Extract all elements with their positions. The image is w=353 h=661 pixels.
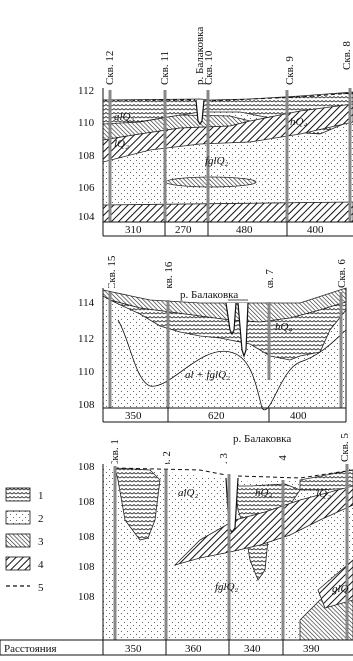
layer-label: glQ (332, 583, 349, 595)
y-axis: 112 110 108 106 104 (78, 85, 95, 223)
legend-number: 1 (38, 490, 44, 502)
distance: 400 (307, 224, 324, 236)
layer-label: lQ₂ (114, 138, 129, 150)
distance: 400 (290, 410, 307, 422)
legend-swatch-dense-hatch (5, 533, 31, 548)
borehole-label: Скв. 9 (284, 56, 296, 85)
distance: 270 (175, 224, 192, 236)
y-axis: 114 112 110 108 (78, 297, 95, 411)
legend-item: 5 (6, 582, 44, 594)
y-tick: 108 (78, 150, 95, 162)
layer-label: hQ₄ (290, 116, 307, 128)
borehole-label: Скв. 16 (163, 261, 175, 296)
distance: 390 (303, 643, 320, 655)
legend-item: 2 (5, 510, 44, 525)
legend-item: 1 (5, 487, 44, 502)
distance: 360 (185, 643, 202, 655)
borehole-label: Скв. 15 (106, 255, 118, 290)
layer-label: lQ₂ (316, 488, 331, 500)
river-label: р. Балаковка (180, 289, 238, 301)
borehole-label: Скв. 5 (339, 433, 351, 462)
distance: 350 (125, 410, 142, 422)
borehole-label: Скв. 1 (109, 439, 121, 468)
y-axis: 108 108 108 108 108 (78, 461, 95, 603)
y-tick: 108 (78, 399, 95, 411)
river-label: р. Балаковка (233, 433, 291, 445)
legend-number: 2 (38, 513, 44, 525)
borehole-label: Скв. 6 (336, 259, 348, 288)
borehole-label: Скв. 11 (159, 51, 171, 85)
distance: 310 (125, 224, 142, 236)
section-3: р. Балаковка Скв. 1 Скв. 2 Скв. 3 Скв. 4… (0, 433, 353, 656)
legend-swatch-waves (5, 487, 31, 502)
borehole-label: Скв. 12 (104, 51, 116, 85)
y-tick: 110 (78, 117, 95, 129)
layer-label: alQ₂ (178, 487, 199, 499)
borehole-label: Скв. 10 (203, 50, 215, 85)
layer-label: fglQ₂ (205, 155, 229, 167)
distance: 340 (244, 643, 261, 655)
layer-diag-bottom (102, 201, 353, 223)
y-tick: 108 (78, 531, 95, 543)
y-tick: 108 (78, 561, 95, 573)
y-tick: 104 (78, 211, 95, 223)
distance: 620 (208, 410, 225, 422)
layer-label: hQ₄ (255, 487, 272, 499)
distance: 350 (125, 643, 142, 655)
river-label: р. Балаковка (194, 27, 206, 85)
layer-label: alQ₃ (114, 111, 135, 123)
borehole-label: Скв. 8 (341, 41, 353, 70)
lens (165, 176, 257, 188)
y-tick: 108 (78, 461, 95, 473)
y-tick: 108 (78, 496, 95, 508)
y-tick: 114 (78, 297, 95, 309)
distance-label: Расстояния (4, 643, 57, 655)
distance: 480 (236, 224, 253, 236)
section-2: Скв. 15 Скв. 16 Скв. 7 Скв. 6 114 112 11… (78, 255, 348, 423)
legend-number: 4 (38, 559, 44, 571)
legend-number: 3 (38, 536, 44, 548)
layer-label: fglQ₂ (215, 581, 239, 593)
y-tick: 112 (78, 333, 94, 345)
legend-item: 4 (5, 556, 44, 571)
y-tick: 110 (78, 366, 95, 378)
legend-swatch-diag-hatch (5, 556, 31, 571)
y-tick: 112 (78, 85, 94, 97)
legend-number: 5 (38, 582, 44, 594)
legend: 1 2 3 4 5 (5, 487, 44, 594)
layer-waves-left (114, 467, 161, 541)
y-tick: 106 (78, 182, 95, 194)
layer-label: hQ₄ (275, 321, 292, 333)
layer-label: al + fglQ₂ (185, 369, 230, 381)
legend-swatch-dots (5, 510, 31, 525)
section-1: Скв. 12 Скв. 11 Скв. 10 р. Балаковка Скв… (78, 27, 353, 237)
y-tick: 108 (78, 591, 95, 603)
legend-item: 3 (5, 533, 44, 548)
